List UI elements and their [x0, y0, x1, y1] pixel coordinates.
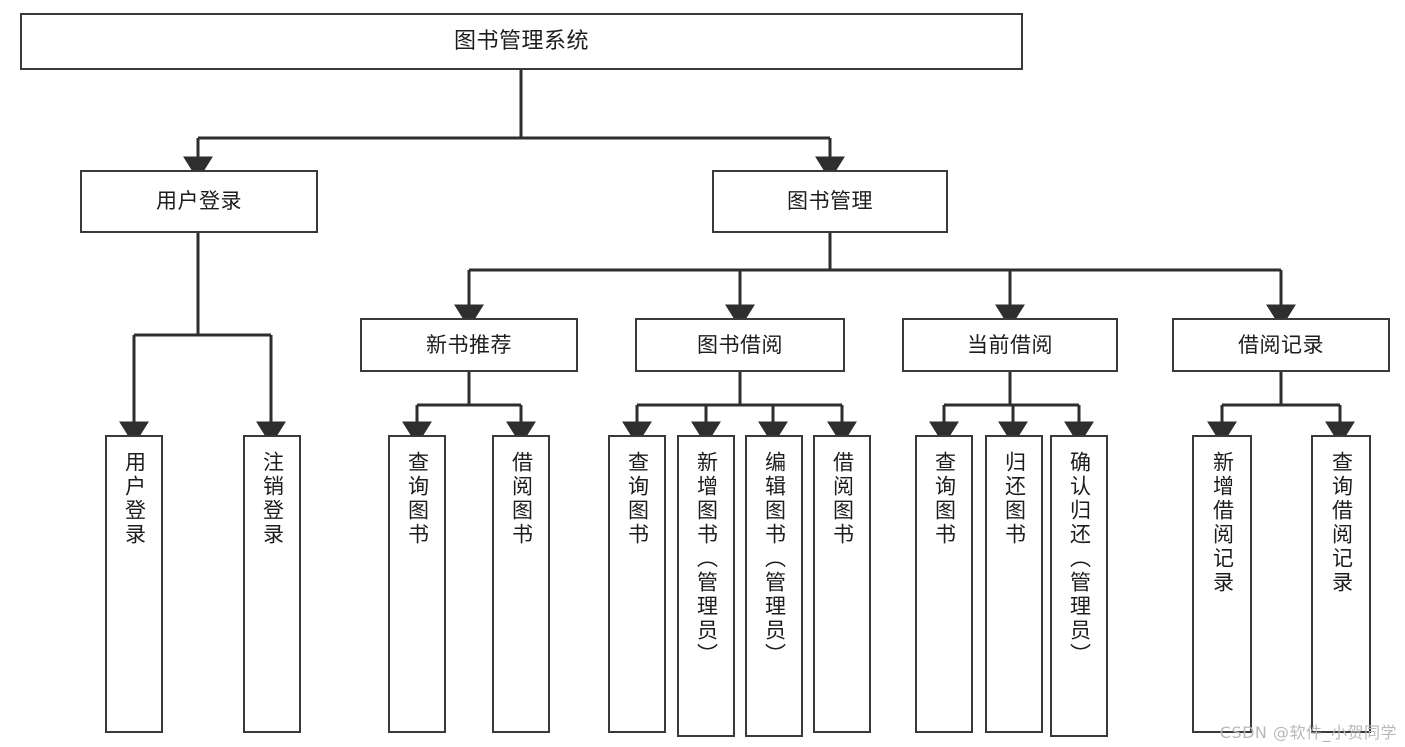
node-label: 新增图书（管理员） [694, 451, 719, 667]
leaf-recommend-borrow-book[interactable]: 借阅图书 [492, 435, 550, 733]
leaf-borrow-borrow-book[interactable]: 借阅图书 [813, 435, 871, 733]
node-label: 查询图书 [932, 451, 957, 547]
node-label: 查询借阅记录 [1329, 451, 1354, 595]
node-label: 注销登录 [260, 451, 285, 547]
leaf-record-query-record[interactable]: 查询借阅记录 [1311, 435, 1371, 733]
node-borrow-record[interactable]: 借阅记录 [1172, 318, 1390, 372]
leaf-borrow-query-book[interactable]: 查询图书 [608, 435, 666, 733]
leaf-current-confirm-return-admin[interactable]: 确认归还（管理员） [1050, 435, 1108, 737]
leaf-current-return-book[interactable]: 归还图书 [985, 435, 1043, 733]
node-book-borrow[interactable]: 图书借阅 [635, 318, 845, 372]
node-label: 新增借阅记录 [1210, 451, 1235, 595]
node-label: 归还图书 [1002, 451, 1027, 547]
node-label: 图书管理 [787, 189, 873, 214]
node-label: 编辑图书（管理员） [762, 451, 787, 667]
node-label: 图书管理系统 [453, 28, 589, 54]
csdn-watermark: CSDN @软件_小贺同学 [1219, 723, 1397, 742]
node-current-borrow[interactable]: 当前借阅 [902, 318, 1118, 372]
node-label: 借阅图书 [509, 451, 534, 547]
node-root-system[interactable]: 图书管理系统 [20, 13, 1023, 70]
leaf-borrow-edit-book-admin[interactable]: 编辑图书（管理员） [745, 435, 803, 737]
node-label: 当前借阅 [967, 332, 1053, 357]
node-label: 图书借阅 [697, 332, 783, 357]
node-new-book-recommend[interactable]: 新书推荐 [360, 318, 578, 372]
leaf-borrow-add-book-admin[interactable]: 新增图书（管理员） [677, 435, 735, 737]
node-book-management[interactable]: 图书管理 [712, 170, 948, 233]
node-label: 确认归还（管理员） [1067, 451, 1092, 667]
node-label: 用户登录 [156, 189, 242, 214]
node-label: 借阅图书 [830, 451, 855, 547]
node-label: 新书推荐 [426, 332, 512, 357]
node-label: 查询图书 [625, 451, 650, 547]
node-label: 借阅记录 [1238, 332, 1324, 357]
leaf-recommend-query-book[interactable]: 查询图书 [388, 435, 446, 733]
leaf-current-query-book[interactable]: 查询图书 [915, 435, 973, 733]
leaf-user-login-logout[interactable]: 注销登录 [243, 435, 301, 733]
node-label: 用户登录 [122, 451, 147, 547]
node-label: 查询图书 [405, 451, 430, 547]
node-user-login[interactable]: 用户登录 [80, 170, 318, 233]
leaf-user-login-login[interactable]: 用户登录 [105, 435, 163, 733]
leaf-record-add-record[interactable]: 新增借阅记录 [1192, 435, 1252, 733]
